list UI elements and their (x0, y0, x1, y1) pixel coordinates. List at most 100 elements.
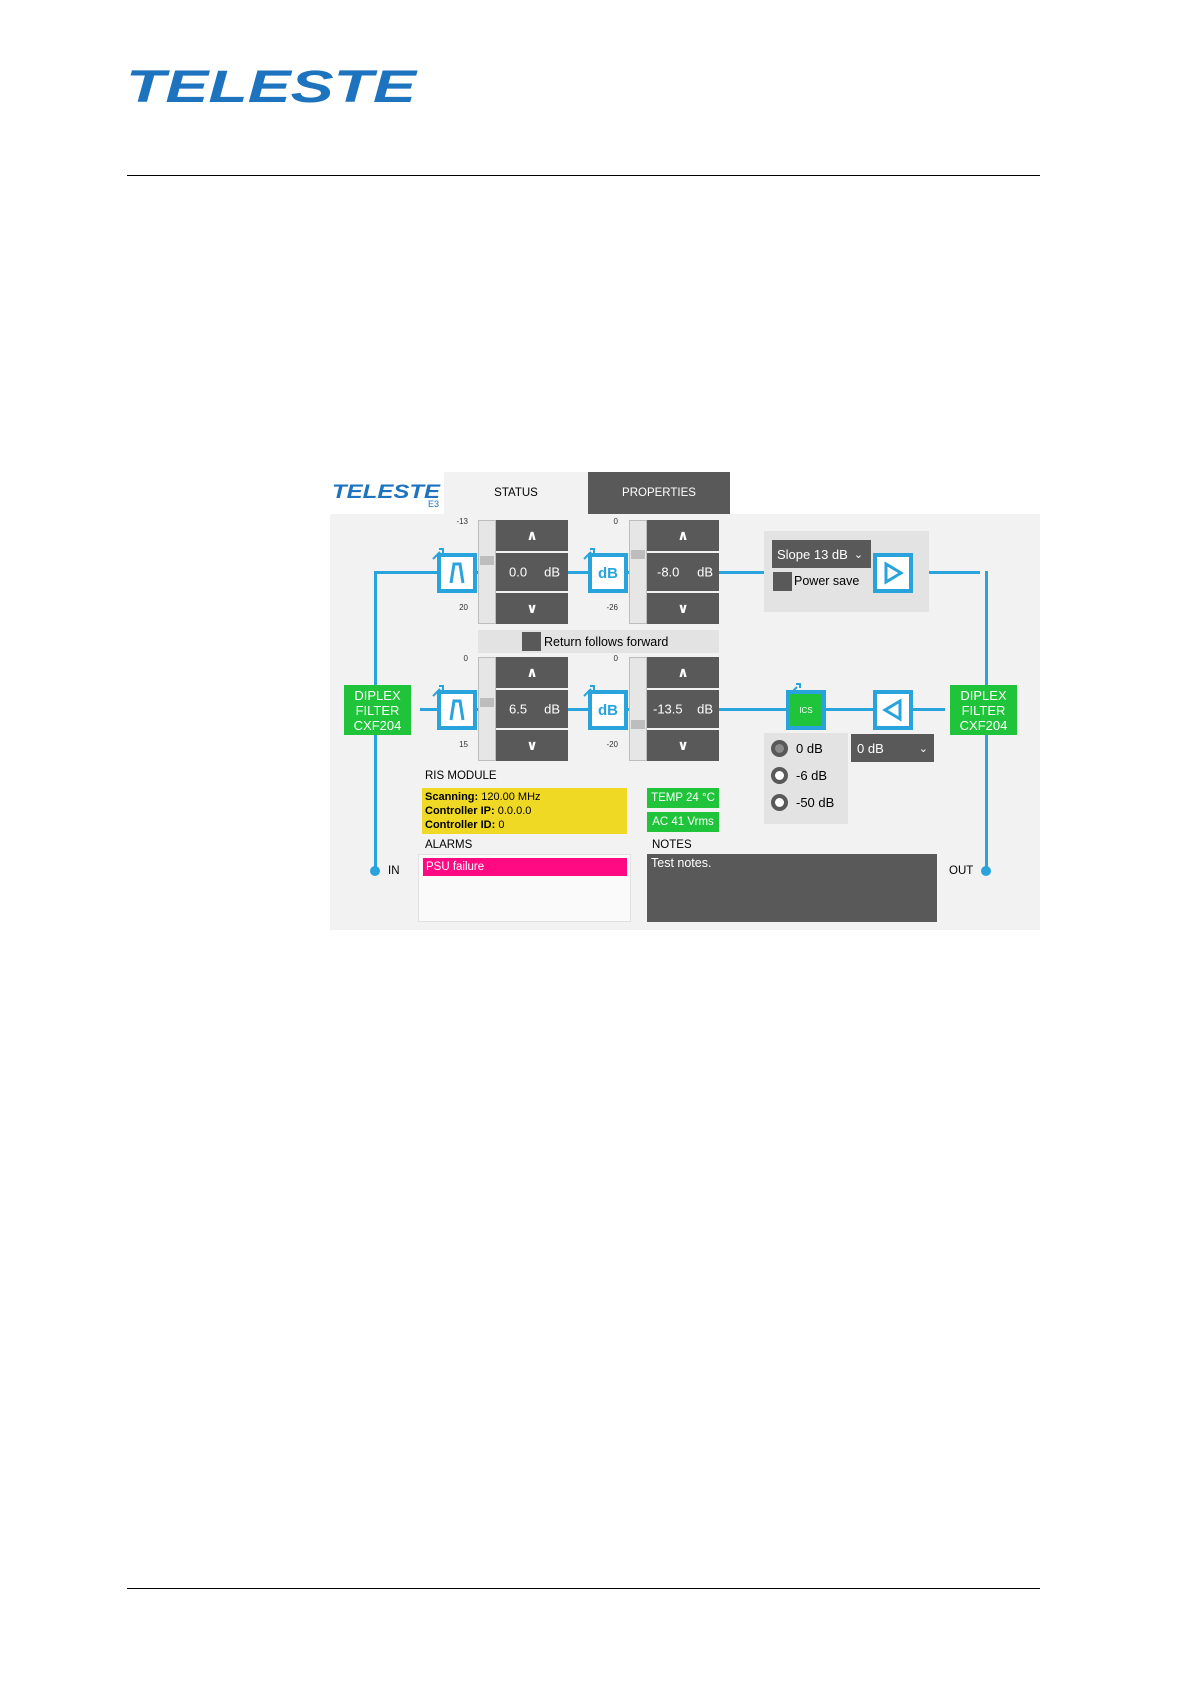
forward-eq-value[interactable]: 0.0 dB (496, 553, 568, 591)
ris-module-title: RIS MODULE (425, 770, 497, 782)
return-att-scale-top: 0 (613, 654, 618, 663)
forward-eq-scale-bottom: 20 (459, 603, 468, 612)
forward-att-scale-bottom: -26 (606, 603, 618, 612)
app-logo: TELESTE E3 (330, 478, 444, 509)
return-gain-select[interactable]: 0 dB ⌄ (851, 734, 934, 762)
ics-label: ICS (799, 705, 813, 715)
return-eq-unit: dB (544, 701, 560, 717)
footer-rule (127, 1588, 1040, 1589)
in-label: IN (388, 865, 400, 877)
return-eq-down-button[interactable]: ∨ (496, 730, 568, 761)
slider-thumb[interactable] (480, 556, 494, 565)
equalizer-icon (449, 562, 465, 584)
return-follows-forward-checkbox[interactable] (522, 632, 541, 651)
attenuator-db-label: dB (598, 564, 618, 582)
header-rule (127, 175, 1040, 176)
radio-selected[interactable] (771, 740, 788, 757)
forward-att-down-button[interactable]: ∨ (647, 593, 719, 624)
ingress-option-0[interactable]: 0 dB (771, 740, 823, 757)
notes-textarea[interactable]: Test notes. (647, 854, 937, 922)
radio-unselected[interactable] (771, 794, 788, 811)
chevron-down-icon: ⌄ (853, 548, 864, 561)
app-logo-sub: E3 (428, 499, 439, 508)
forward-att-up-button[interactable]: ∧ (647, 520, 719, 551)
slider-thumb[interactable] (631, 720, 645, 729)
return-att-value[interactable]: -13.5 dB (647, 690, 719, 728)
diplex-right-line-2: FILTER (961, 702, 1006, 718)
forward-eq-down-button[interactable]: ∨ (496, 593, 568, 624)
power-save-checkbox[interactable] (773, 572, 792, 591)
radio-unselected[interactable] (771, 767, 788, 784)
forward-eq-unit: dB (544, 564, 560, 580)
app-logo-text: TELESTE (332, 482, 442, 503)
output-port-dot (981, 866, 991, 876)
notes-title: NOTES (652, 839, 692, 851)
slope-select[interactable]: Slope 13 dB ⌄ (772, 540, 871, 568)
return-eq-slider[interactable] (478, 657, 496, 761)
return-eq-wrench-icon (432, 684, 444, 702)
diplex-filter-left: DIPLEX FILTER CXF204 (344, 685, 411, 735)
return-att-unit: dB (697, 701, 713, 717)
return-equalizer-block[interactable] (437, 690, 477, 730)
ris-row-controller-id: Controller ID: 0 (425, 819, 505, 831)
diplex-right-line-1: DIPLEX (960, 687, 1007, 703)
return-att-slider[interactable] (629, 657, 647, 761)
diplex-right-line-3: CXF204 (959, 717, 1008, 733)
return-follows-forward-label: Return follows forward (544, 635, 669, 649)
ics-block[interactable]: ICS (786, 690, 826, 730)
forward-att-unit: dB (697, 564, 713, 580)
diplex-filter-right: DIPLEX FILTER CXF204 (950, 685, 1017, 735)
forward-line (374, 571, 767, 574)
equalizer-icon (449, 699, 465, 721)
return-eq-value[interactable]: 6.5 dB (496, 690, 568, 728)
return-gain-value: 0 dB (857, 740, 884, 756)
out-label: OUT (949, 865, 974, 877)
return-attenuator-block[interactable]: dB (588, 690, 628, 730)
ingress-option-label: -50 dB (796, 795, 835, 810)
return-att-up-button[interactable]: ∧ (647, 657, 719, 688)
forward-equalizer-block[interactable] (437, 553, 477, 593)
ics-wrench-icon (789, 682, 801, 700)
forward-att-value[interactable]: -8.0 dB (647, 553, 719, 591)
slider-thumb[interactable] (631, 550, 645, 559)
ris-row-scanning: Scanning: 120.00 MHz (425, 791, 541, 803)
temp-badge: TEMP 24 °C (647, 788, 719, 808)
return-att-scale-bottom: -20 (606, 740, 618, 749)
status-body: IN OUT -13 20 ∧ 0.0 dB ∨ dB 0 -2 (330, 514, 1040, 930)
return-eq-scale-bottom: 15 (459, 740, 468, 749)
return-amplifier-block[interactable] (873, 690, 913, 730)
return-eq-scale-top: 0 (463, 654, 468, 663)
forward-att-value-text: -8.0 (657, 564, 680, 580)
return-eq-value-text: 6.5 (509, 701, 528, 717)
tab-status[interactable]: STATUS (444, 472, 588, 514)
ingress-option-2[interactable]: -50 dB (771, 794, 834, 811)
alarms-title: ALARMS (425, 839, 473, 851)
tab-properties[interactable]: PROPERTIES (588, 472, 730, 514)
slope-select-value: Slope 13 dB (777, 546, 848, 562)
forward-att-scale-top: 0 (613, 517, 618, 526)
forward-att-wrench-icon (583, 547, 595, 565)
return-eq-up-button[interactable]: ∧ (496, 657, 568, 688)
power-save-label: Power save (794, 574, 860, 588)
forward-attenuator-block[interactable]: dB (588, 553, 628, 593)
forward-att-slider[interactable] (629, 520, 647, 624)
alarm-item: PSU failure (423, 858, 627, 876)
forward-eq-scale-top: -13 (456, 517, 468, 526)
forward-eq-slider[interactable] (478, 520, 496, 624)
return-att-wrench-icon (583, 684, 595, 702)
forward-amplifier-block[interactable] (873, 553, 913, 593)
attenuator-db-label: dB (598, 701, 618, 719)
chevron-down-icon: ⌄ (918, 742, 928, 755)
return-att-value-text: -13.5 (653, 701, 683, 717)
teleste-page-logo: TELESTE (126, 61, 419, 113)
ris-module-info: Scanning: 120.00 MHz Controller IP: 0.0.… (422, 788, 627, 834)
forward-out-line (928, 571, 980, 574)
ingress-option-1[interactable]: -6 dB (771, 767, 827, 784)
forward-eq-wrench-icon (432, 547, 444, 565)
ac-voltage-badge: AC 41 Vrms (647, 812, 719, 832)
forward-eq-up-button[interactable]: ∧ (496, 520, 568, 551)
slider-thumb[interactable] (480, 698, 494, 707)
amplifier-return-icon (882, 698, 902, 722)
diplex-left-line-2: FILTER (355, 702, 400, 718)
return-att-down-button[interactable]: ∨ (647, 730, 719, 761)
